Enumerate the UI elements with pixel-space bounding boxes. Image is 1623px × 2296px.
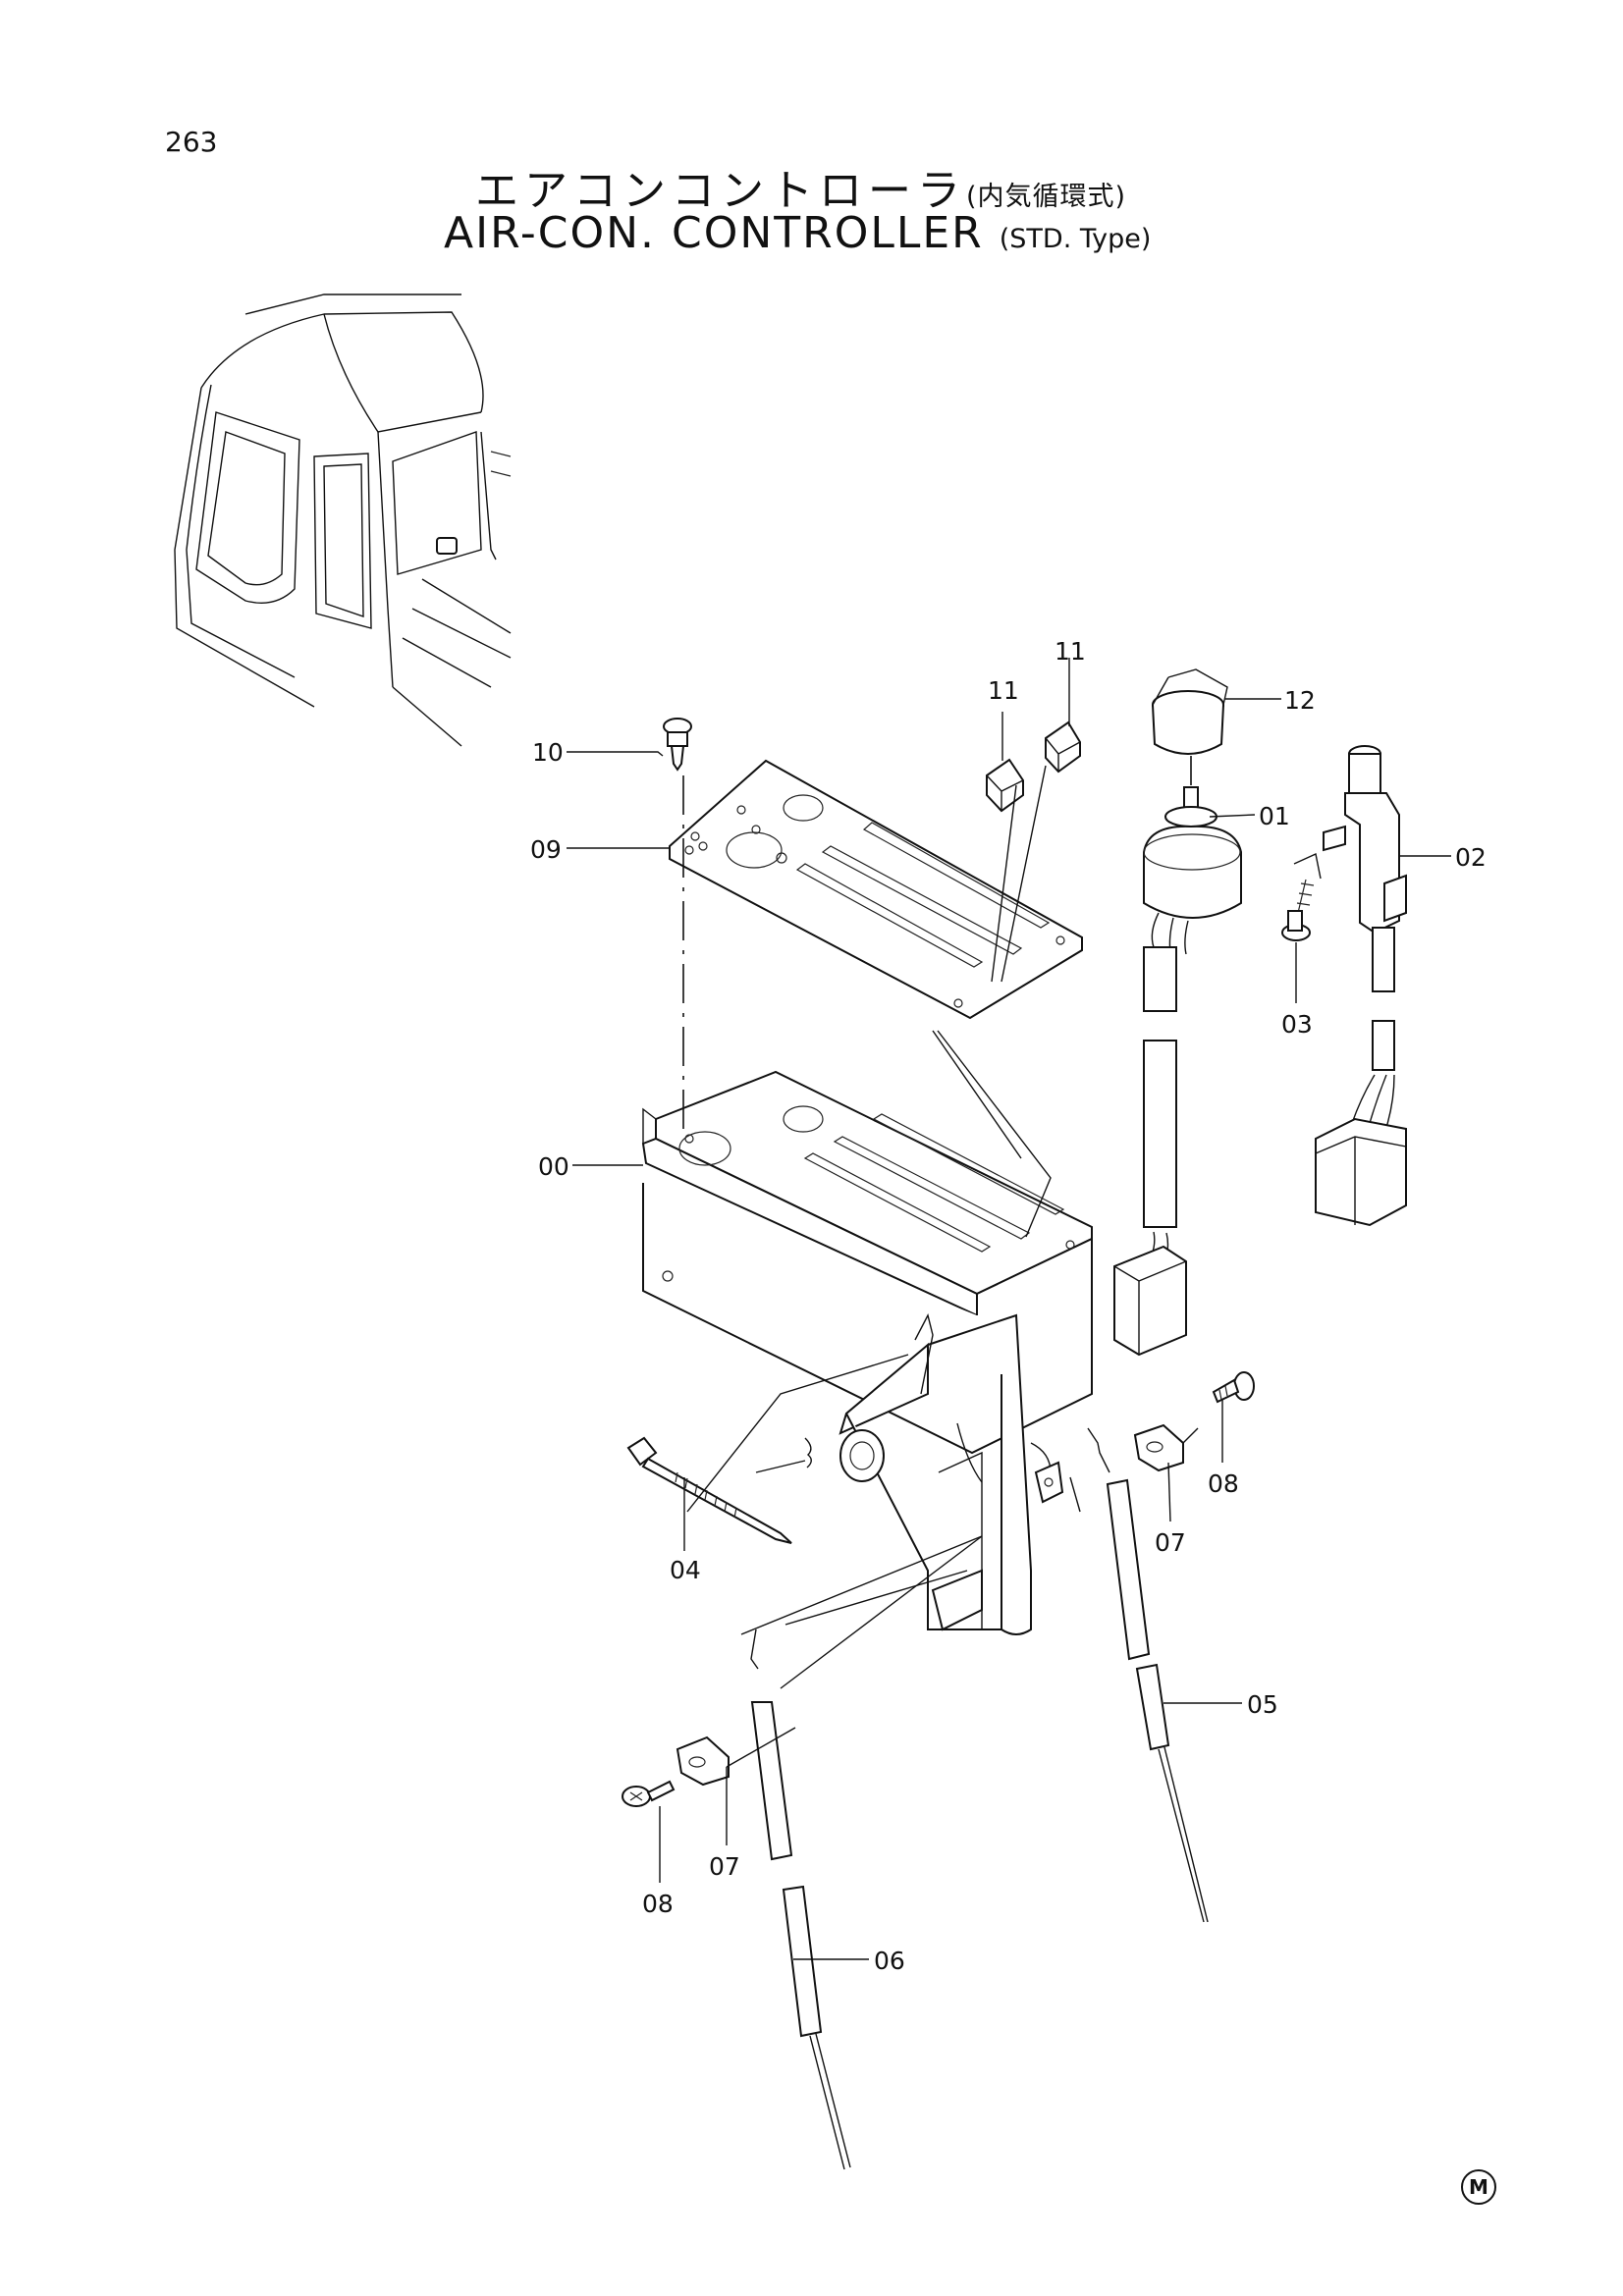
manufacturer-mark: M: [1461, 2169, 1496, 2205]
title-english-sub: (STD. Type): [999, 224, 1152, 254]
callout-04: 04: [670, 1556, 701, 1584]
callout-01: 01: [1259, 802, 1290, 830]
page-number: 263: [165, 126, 218, 158]
part-05-control-cable: [1069, 1427, 1209, 1923]
callout-03: 03: [1281, 1010, 1313, 1039]
callout-06: 06: [874, 1947, 905, 1975]
callout-02: 02: [1455, 843, 1487, 872]
part-08-screws: [622, 1371, 1255, 1807]
callout-12: 12: [1284, 686, 1316, 715]
part-06-control-cable: [750, 1629, 851, 2170]
callout-08a: 08: [1208, 1469, 1239, 1498]
part-03-screw: [1281, 879, 1315, 941]
callout-07a: 07: [1155, 1528, 1186, 1557]
part-00-bracket: [641, 1070, 1093, 1635]
callout-11a: 11: [988, 676, 1019, 705]
callout-07b: 07: [709, 1852, 740, 1881]
part-11-knobs: [986, 721, 1081, 813]
part-02-push-switch: [1315, 745, 1407, 1227]
title-japanese-main: エアコンコントローラ: [475, 166, 966, 216]
part-04-cable-tie: [626, 1436, 792, 1544]
callout-labels: 10 09 00 11 11 12 01 02 03 04 07 08 05 0…: [530, 637, 1487, 1975]
callout-00: 00: [538, 1152, 569, 1181]
callout-10: 10: [532, 738, 564, 767]
title-japanese-sub: (内気循環式): [966, 182, 1127, 212]
callout-09: 09: [530, 835, 562, 864]
title-japanese: エアコンコントローラ(内気循環式): [475, 155, 1126, 218]
part-10-pin: [663, 718, 692, 772]
cab-overview-illustration: [174, 294, 512, 747]
alignment-lines: [682, 756, 1322, 1768]
leader-lines: [567, 658, 1451, 1960]
part-09-cover-plate: [669, 759, 1083, 1020]
part-01-rotary-switch: [1113, 786, 1242, 1357]
callout-05: 05: [1247, 1690, 1278, 1719]
title-english-main: AIR-CON. CONTROLLER: [444, 208, 984, 258]
part-12-rotary-knob: [1152, 668, 1228, 755]
part-07-clamps: [676, 1423, 1184, 1787]
callout-11b: 11: [1055, 637, 1086, 666]
title-english: AIR-CON. CONTROLLER (STD. Type): [444, 208, 1151, 258]
callout-08b: 08: [642, 1890, 674, 1918]
